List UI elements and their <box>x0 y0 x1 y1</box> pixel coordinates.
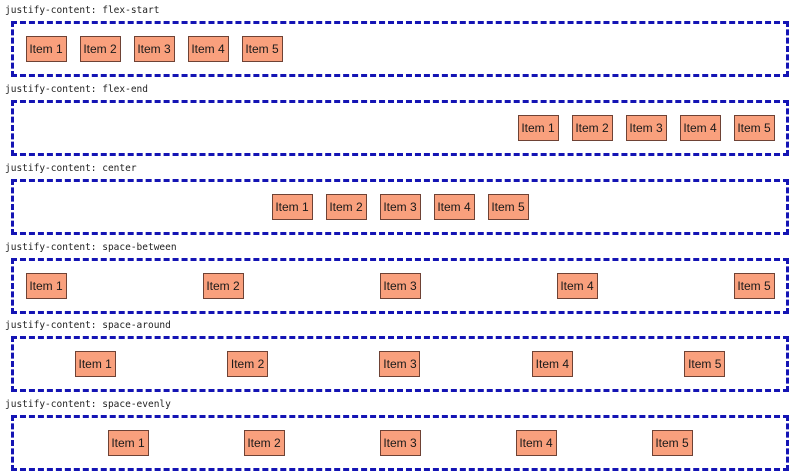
flex-item: Item 2 <box>571 115 613 141</box>
flex-item: Item 2 <box>243 430 285 456</box>
flex-item: Item 4 <box>515 430 557 456</box>
flex-item: Item 5 <box>733 115 775 141</box>
flex-container: Item 1 Item 2 Item 3 Item 4 Item 5 <box>11 336 789 392</box>
flex-container: Item 1 Item 2 Item 3 Item 4 Item 5 <box>11 258 789 314</box>
flex-item: Item 5 <box>651 430 693 456</box>
flex-item: Item 3 <box>379 194 421 220</box>
flex-item: Item 1 <box>107 430 149 456</box>
flex-item: Item 3 <box>379 430 421 456</box>
flex-item: Item 4 <box>433 194 475 220</box>
flex-item: Item 2 <box>202 273 244 299</box>
flex-item: Item 2 <box>325 194 367 220</box>
flex-item: Item 1 <box>25 273 67 299</box>
flex-item: Item 5 <box>241 36 283 62</box>
section-label: justify-content: space-between <box>5 242 177 253</box>
flex-container: Item 1 Item 2 Item 3 Item 4 Item 5 <box>11 21 789 77</box>
flex-container: Item 1 Item 2 Item 3 Item 4 Item 5 <box>11 100 789 156</box>
section-label: justify-content: flex-end <box>5 84 148 95</box>
flex-item: Item 4 <box>187 36 229 62</box>
flex-item: Item 2 <box>227 351 269 377</box>
flex-item: Item 1 <box>517 115 559 141</box>
flex-item: Item 4 <box>556 273 598 299</box>
flex-item: Item 1 <box>271 194 313 220</box>
section-label: justify-content: flex-start <box>5 5 160 16</box>
flex-item: Item 3 <box>379 351 421 377</box>
flex-container: Item 1 Item 2 Item 3 Item 4 Item 5 <box>11 415 789 471</box>
flex-item: Item 4 <box>679 115 721 141</box>
flex-item: Item 1 <box>74 351 116 377</box>
flex-item: Item 4 <box>531 351 573 377</box>
flex-item: Item 3 <box>625 115 667 141</box>
flex-item: Item 5 <box>487 194 529 220</box>
section-label: justify-content: space-around <box>5 320 171 331</box>
section-label: justify-content: space-evenly <box>5 399 171 410</box>
flex-item: Item 5 <box>684 351 726 377</box>
flex-item: Item 2 <box>79 36 121 62</box>
flex-item: Item 3 <box>379 273 421 299</box>
flex-item: Item 3 <box>133 36 175 62</box>
section-label: justify-content: center <box>5 163 137 174</box>
flex-item: Item 5 <box>733 273 775 299</box>
flex-item: Item 1 <box>25 36 67 62</box>
flex-container: Item 1 Item 2 Item 3 Item 4 Item 5 <box>11 179 789 235</box>
